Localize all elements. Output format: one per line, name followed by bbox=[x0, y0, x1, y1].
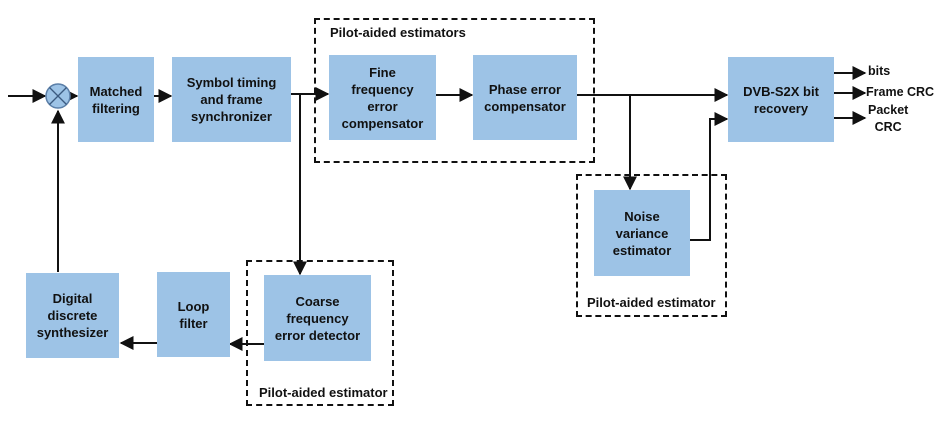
matched-filtering-block: Matched filtering bbox=[78, 57, 154, 142]
bits-label: bits bbox=[868, 64, 891, 78]
dvb-bit-recovery-block: DVB-S2X bit recovery bbox=[728, 57, 834, 142]
loop-filter-block: Loop filter bbox=[157, 272, 230, 357]
fine-frequency-block: Fine frequency error compensator bbox=[329, 55, 436, 140]
noise-to-dvb-arrow bbox=[690, 112, 729, 241]
phase-error-block: Phase error compensator bbox=[473, 55, 577, 140]
frame-crc-label: Frame CRC bbox=[866, 85, 935, 99]
mixer-icon bbox=[45, 83, 71, 109]
noise-estimator-label: Pilot-aided estimator bbox=[587, 295, 716, 310]
digital-synthesizer-block: Digital discrete synthesizer bbox=[26, 273, 119, 358]
pilot-estimators-label: Pilot-aided estimators bbox=[330, 25, 466, 40]
pilot-estimators-group bbox=[314, 18, 595, 163]
packet-crc-label: Packet CRC bbox=[868, 103, 909, 134]
coarse-estimator-label: Pilot-aided estimator bbox=[259, 385, 388, 400]
coarse-frequency-block: Coarse frequency error detector bbox=[264, 275, 371, 361]
noise-variance-block: Noise variance estimator bbox=[594, 190, 690, 276]
symbol-timing-block: Symbol timing and frame synchronizer bbox=[172, 57, 291, 142]
coarse-estimator-group bbox=[246, 260, 394, 406]
noise-estimator-group bbox=[576, 174, 727, 317]
